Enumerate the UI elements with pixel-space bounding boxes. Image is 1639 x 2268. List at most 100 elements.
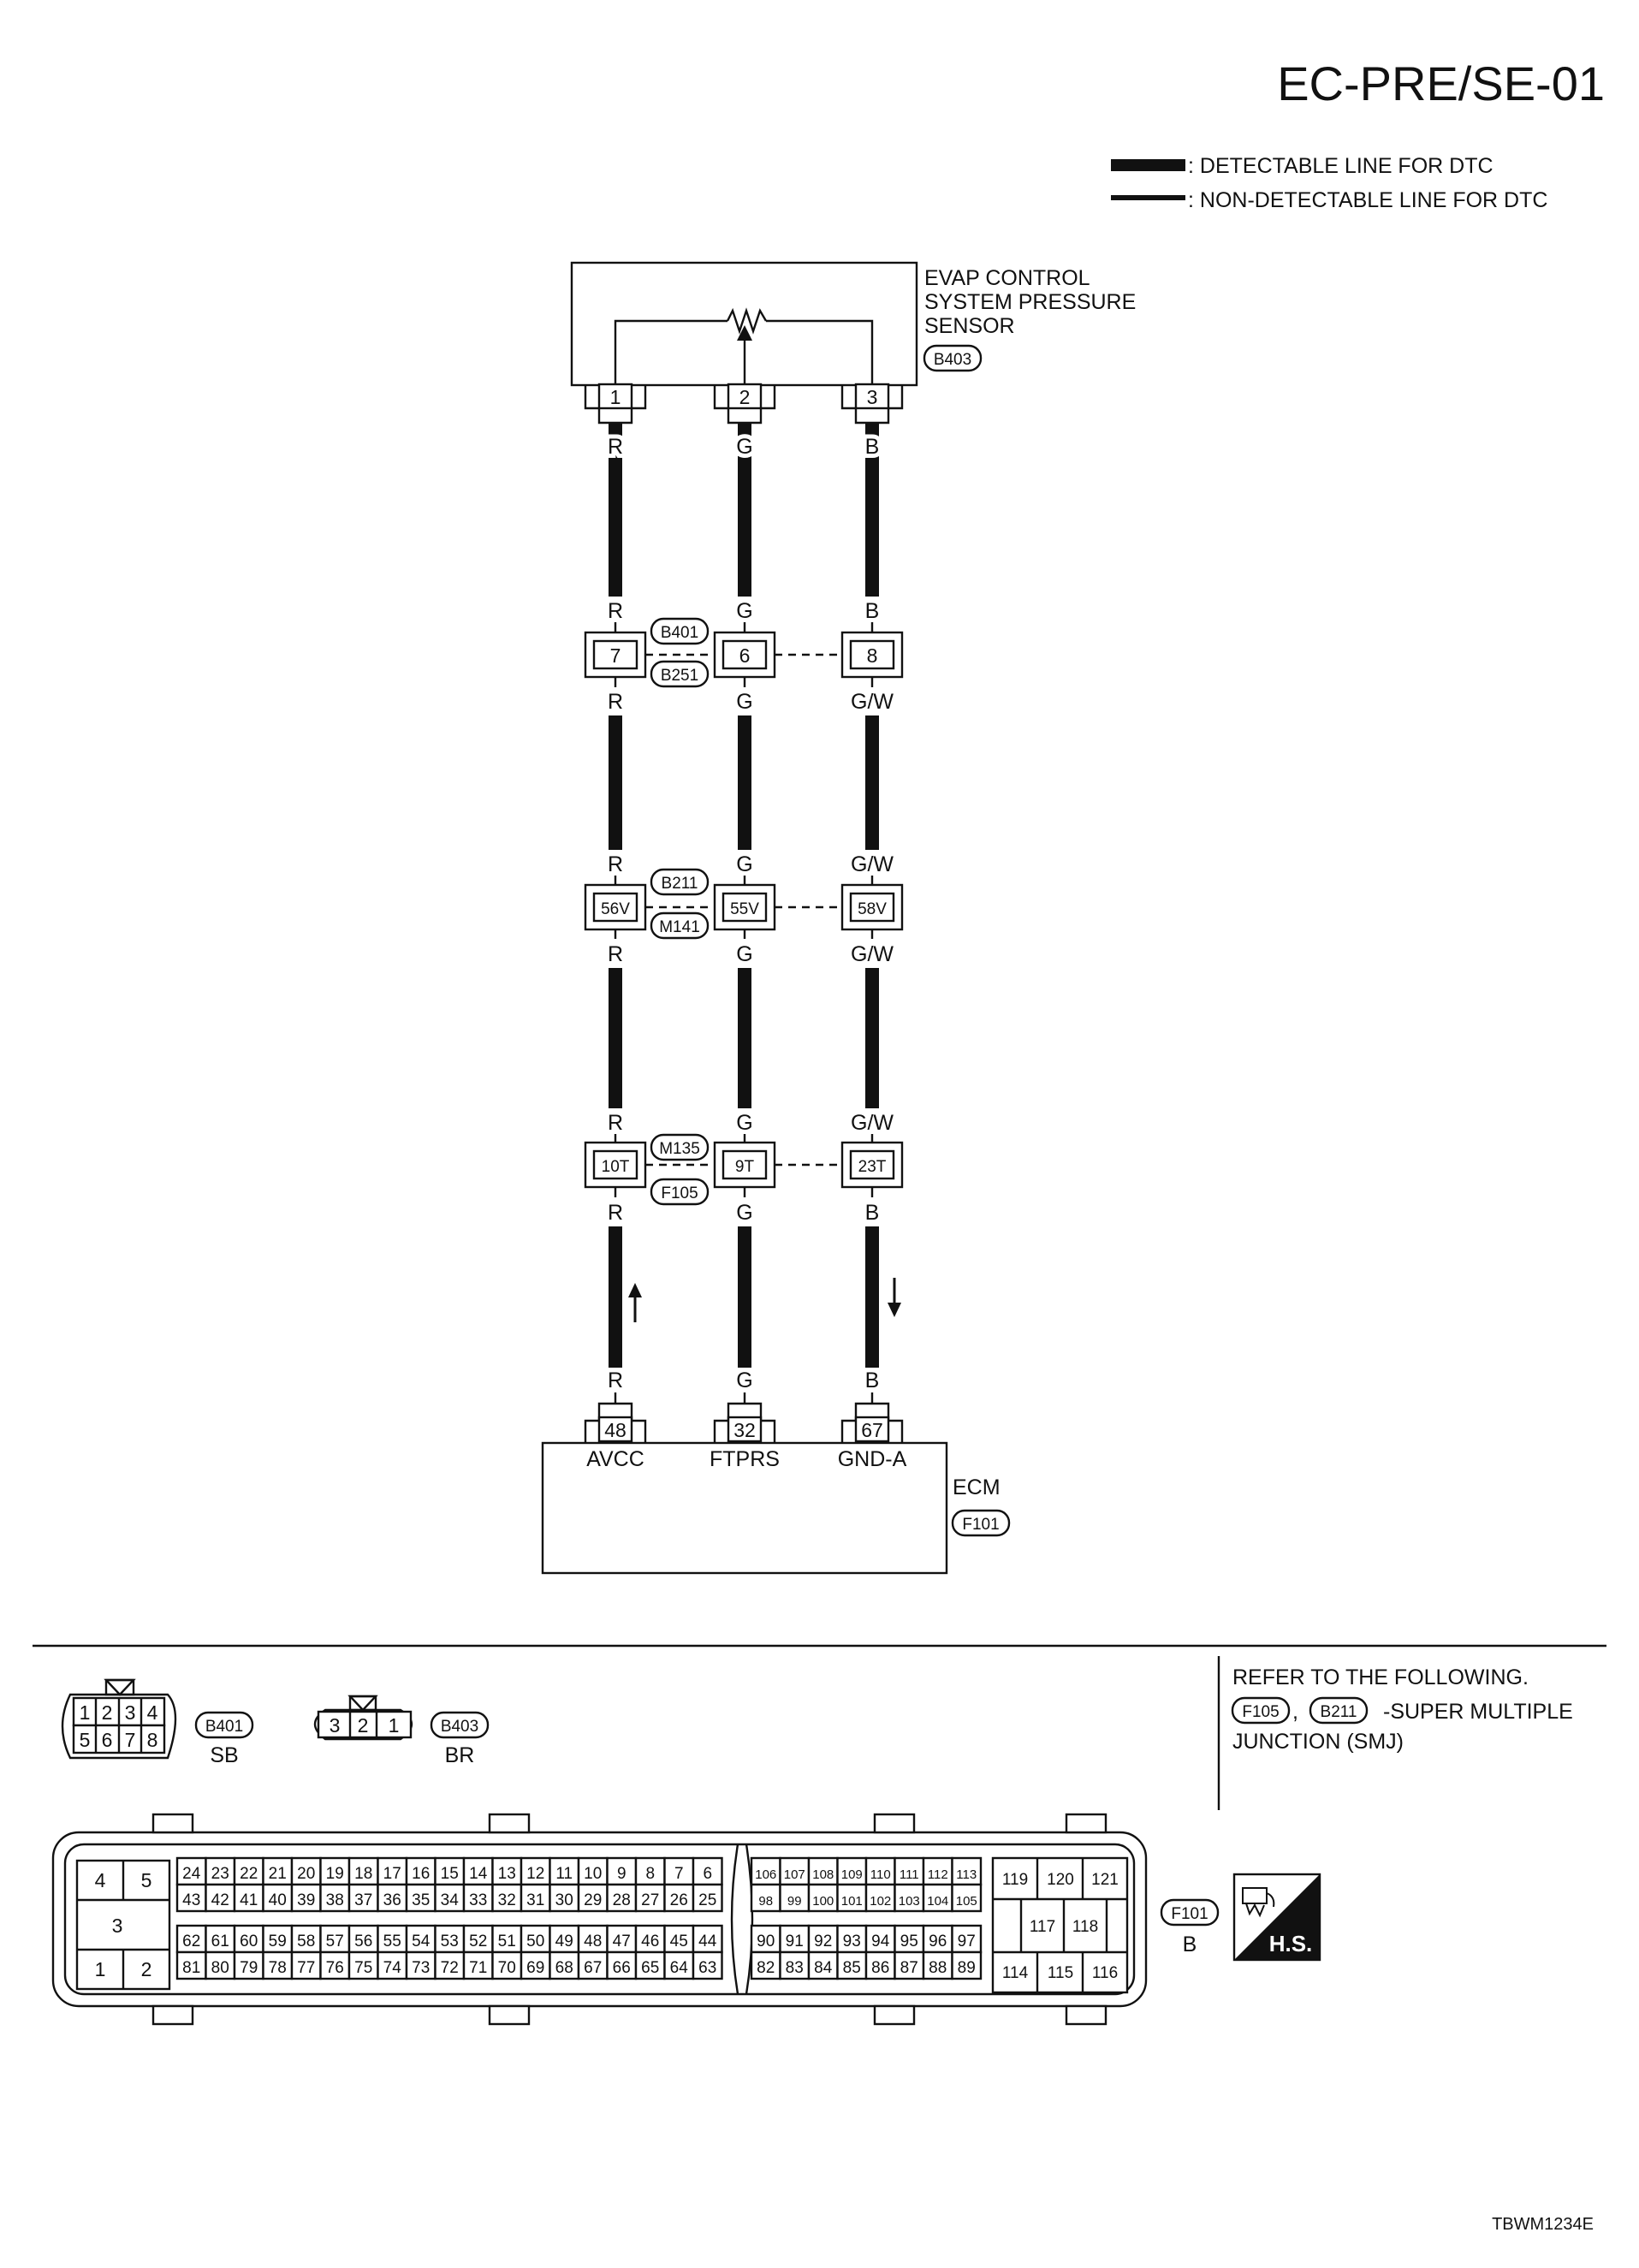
f101-pin-50: 50 bbox=[526, 1933, 544, 1950]
f101-cell bbox=[750, 1924, 781, 1954]
f101-pin-86: 86 bbox=[871, 1959, 889, 1977]
f101-color: B bbox=[1183, 1933, 1197, 1956]
f101-cell bbox=[262, 1950, 294, 1980]
f101-pin-6: 6 bbox=[703, 1865, 712, 1883]
f101-cell bbox=[347, 1950, 379, 1980]
f101-pin-114: 114 bbox=[1002, 1964, 1029, 1982]
b401-pin-1: 1 bbox=[80, 1701, 91, 1724]
f101-pin-99: 99 bbox=[787, 1894, 802, 1909]
f101-pin-73: 73 bbox=[412, 1959, 430, 1977]
f101-pin-24: 24 bbox=[182, 1865, 201, 1883]
f101-cell bbox=[290, 1883, 322, 1913]
f101-pin-112: 112 bbox=[928, 1867, 948, 1882]
color-seg2-bot-b: G/W bbox=[851, 690, 894, 714]
f101-pin-62: 62 bbox=[182, 1933, 200, 1950]
joint2-connector-top: B211 bbox=[662, 875, 698, 893]
sensor-pins: 1 2 3 bbox=[584, 383, 904, 425]
f101-pin-27: 27 bbox=[641, 1891, 659, 1909]
f101-pin-98: 98 bbox=[758, 1894, 773, 1909]
f101-pin-93: 93 bbox=[843, 1933, 861, 1950]
f101-pin-95: 95 bbox=[900, 1933, 918, 1950]
f101-cell bbox=[405, 1883, 436, 1913]
color-seg5-bot-b: B bbox=[865, 1369, 880, 1392]
f101-cell bbox=[807, 1924, 839, 1954]
f101-pin-76: 76 bbox=[326, 1959, 344, 1977]
f101-pin-85: 85 bbox=[843, 1959, 861, 1977]
f101-pin-51: 51 bbox=[498, 1933, 516, 1950]
figure-code: TBWM1234E bbox=[1492, 2215, 1594, 2234]
potentiometer-icon bbox=[726, 307, 768, 335]
ecm-signal-gnd-a: GND-A bbox=[838, 1447, 907, 1471]
b401-pin-4: 4 bbox=[147, 1701, 158, 1724]
f101-cell bbox=[319, 1924, 351, 1954]
f101-pin-66: 66 bbox=[613, 1959, 631, 1977]
f101-cell bbox=[205, 1856, 236, 1886]
f101-pin-17: 17 bbox=[383, 1865, 401, 1883]
f101-cell bbox=[319, 1950, 351, 1980]
b401-pin-3: 3 bbox=[125, 1701, 136, 1724]
joint1-pin-b: 8 bbox=[867, 644, 878, 667]
arrow-down-icon bbox=[888, 1303, 901, 1317]
f101-pin-43: 43 bbox=[182, 1891, 200, 1909]
f101-pin-38: 38 bbox=[326, 1891, 344, 1909]
sensor-internal-circuit bbox=[614, 319, 727, 385]
b403-pin-1: 1 bbox=[389, 1714, 400, 1737]
joint3-connector-bottom: F105 bbox=[661, 1184, 698, 1202]
f101-pin-55: 55 bbox=[383, 1933, 401, 1950]
f101-pin-13: 13 bbox=[498, 1865, 516, 1883]
joint2-top-tag bbox=[650, 868, 710, 896]
f101-cell bbox=[434, 1856, 466, 1886]
joint2-bottom-tag bbox=[650, 911, 710, 940]
f101-cell bbox=[290, 1950, 322, 1980]
joint3-pin-r: 10T bbox=[602, 1158, 630, 1176]
f101-cell bbox=[663, 1883, 695, 1913]
f101-cell bbox=[663, 1856, 695, 1886]
f101-cell bbox=[692, 1924, 723, 1954]
color-seg2-top-g: G bbox=[736, 599, 752, 623]
color-seg4-bot-r: R bbox=[608, 1201, 623, 1225]
f101-pin-36: 36 bbox=[383, 1891, 401, 1909]
f101-pin-94: 94 bbox=[871, 1933, 890, 1950]
f101-pin-15: 15 bbox=[441, 1865, 459, 1883]
color-seg1-b: B bbox=[865, 435, 880, 459]
f101-pin-34: 34 bbox=[441, 1891, 460, 1909]
f101-pin-48: 48 bbox=[584, 1933, 602, 1950]
f101-pin-77: 77 bbox=[297, 1959, 315, 1977]
f101-cell bbox=[951, 1883, 983, 1913]
f101-pin-57: 57 bbox=[326, 1933, 344, 1950]
sensor-pin-1-label: 1 bbox=[610, 386, 621, 408]
f101-cell bbox=[549, 1950, 580, 1980]
arrow-up-icon bbox=[628, 1283, 642, 1297]
f101-cell bbox=[405, 1950, 436, 1980]
hs-label: H.S. bbox=[1269, 1931, 1313, 1956]
f101-cell bbox=[175, 1883, 207, 1913]
f101-pin-28: 28 bbox=[613, 1891, 631, 1909]
f101-pin-71: 71 bbox=[469, 1959, 487, 1977]
f101-id: F101 bbox=[1171, 1905, 1208, 1923]
color-seg3-bot-r: R bbox=[608, 942, 623, 966]
f101-pin-109: 109 bbox=[841, 1867, 863, 1882]
wires-segment-2 bbox=[609, 715, 879, 850]
f101-pin-32: 32 bbox=[498, 1891, 516, 1909]
f101-cell bbox=[692, 1950, 723, 1980]
f101-cell bbox=[606, 1856, 638, 1886]
f101-cell bbox=[205, 1950, 236, 1980]
legend: : DETECTABLE LINE FOR DTC : NON-DETECTAB… bbox=[1111, 154, 1547, 212]
joint2-pin-g: 55V bbox=[730, 900, 759, 918]
f101-pin-111: 111 bbox=[900, 1867, 919, 1882]
b401-pin-2: 2 bbox=[102, 1701, 113, 1724]
f101-pin-96: 96 bbox=[929, 1933, 947, 1950]
sensor-pin-2-label: 2 bbox=[739, 386, 751, 408]
f101-pin-40: 40 bbox=[269, 1891, 287, 1909]
f101-pin-39: 39 bbox=[297, 1891, 315, 1909]
sensor-name-line3: SENSOR bbox=[924, 314, 1015, 338]
f101-pin-89: 89 bbox=[958, 1959, 976, 1977]
f101-pin-44: 44 bbox=[698, 1933, 717, 1950]
f101-pin-26: 26 bbox=[670, 1891, 688, 1909]
joint3-connector-top: M135 bbox=[659, 1140, 700, 1158]
f101-pin-46: 46 bbox=[641, 1933, 659, 1950]
f101-pin-75: 75 bbox=[354, 1959, 372, 1977]
f101-cell bbox=[577, 1950, 609, 1980]
ecm-pin-48: 48 bbox=[584, 1402, 647, 1443]
